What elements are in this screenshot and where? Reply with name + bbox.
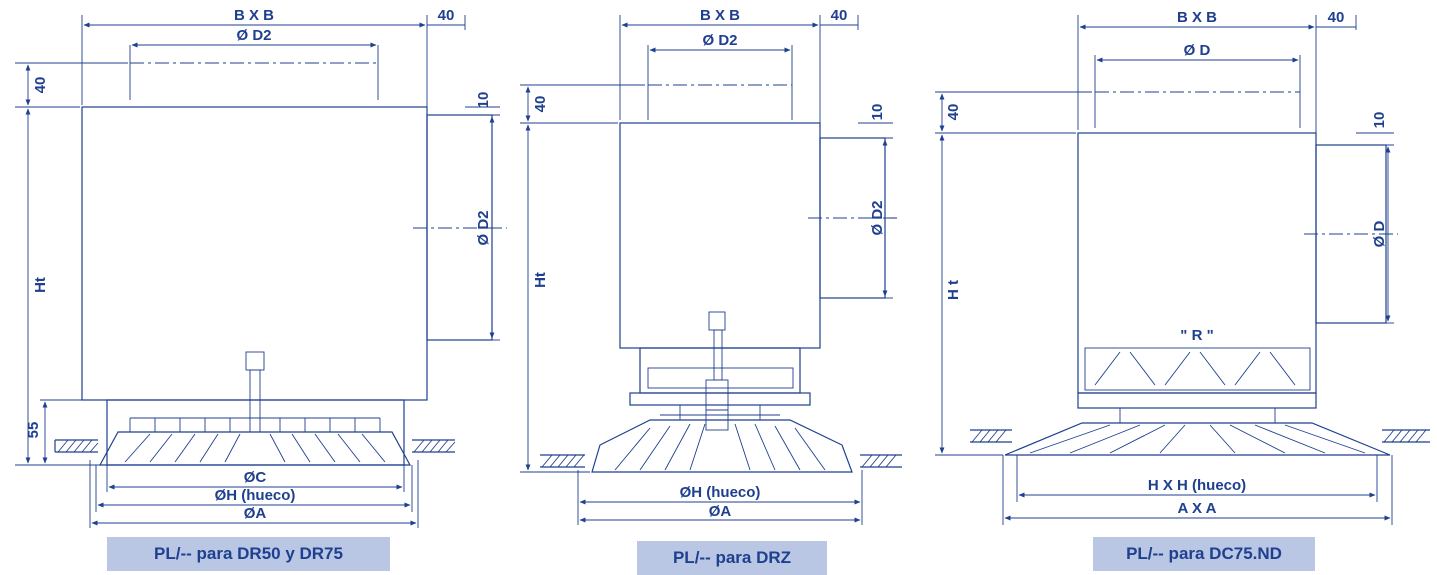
label-a: A X A <box>1178 500 1217 517</box>
drawing-dr50-dr75: Ø D2 B X B 40 40 Ht 55 10 Ø D2 <box>15 7 507 528</box>
label-40-top: 40 <box>438 7 455 24</box>
label-40-top: 40 <box>1328 9 1345 26</box>
label-a: ØA <box>709 503 732 520</box>
drawing-drz: Ø D2 B X B 40 40 Ht 10 Ø D2 ØH (hueco) Ø… <box>520 7 902 525</box>
label-55: 55 <box>25 422 42 439</box>
label-d2-side: Ø D2 <box>869 200 886 235</box>
plenum-box <box>1077 132 1317 394</box>
label-d-top: Ø D <box>1184 42 1211 59</box>
caption-drz: PL/-- para DRZ <box>637 541 827 575</box>
label-40-side: 40 <box>32 77 49 94</box>
label-ht: Ht <box>32 277 49 293</box>
label-h: ØH (hueco) <box>215 487 296 504</box>
caption-dc75nd: PL/-- para DC75.ND <box>1093 537 1315 571</box>
caption-dr50-dr75: PL/-- para DR50 y DR75 <box>107 537 390 571</box>
label-d2-top: Ø D2 <box>702 32 737 49</box>
diffuser <box>1004 422 1391 456</box>
plenum-box <box>619 122 821 349</box>
label-40-side: 40 <box>532 96 549 113</box>
label-ht: H t <box>945 280 962 300</box>
label-c: ØC <box>244 469 267 486</box>
label-40-top: 40 <box>831 7 848 24</box>
label-40-side: 40 <box>945 104 962 121</box>
label-r: " R " <box>1180 327 1213 344</box>
diffuser <box>591 419 853 473</box>
label-d-side: Ø D <box>1371 221 1388 248</box>
label-10: 10 <box>475 92 492 109</box>
label-a: ØA <box>244 505 267 522</box>
label-ht: Ht <box>532 272 549 288</box>
label-d2-top: Ø D2 <box>236 27 271 44</box>
label-d2-side: Ø D2 <box>475 210 492 245</box>
label-10: 10 <box>869 104 886 121</box>
drawing-dc75nd: " R " Ø D B X B 40 40 H t <box>935 9 1430 525</box>
neck <box>639 347 801 394</box>
label-bxb: B X B <box>1177 9 1217 26</box>
label-h: H X H (hueco) <box>1148 477 1246 494</box>
diffuser <box>98 431 412 466</box>
plenum-box <box>81 106 428 401</box>
label-10: 10 <box>1371 112 1388 129</box>
label-bxb: B X B <box>700 7 740 24</box>
label-bxb: B X B <box>234 7 274 24</box>
label-h: ØH (hueco) <box>680 484 761 501</box>
